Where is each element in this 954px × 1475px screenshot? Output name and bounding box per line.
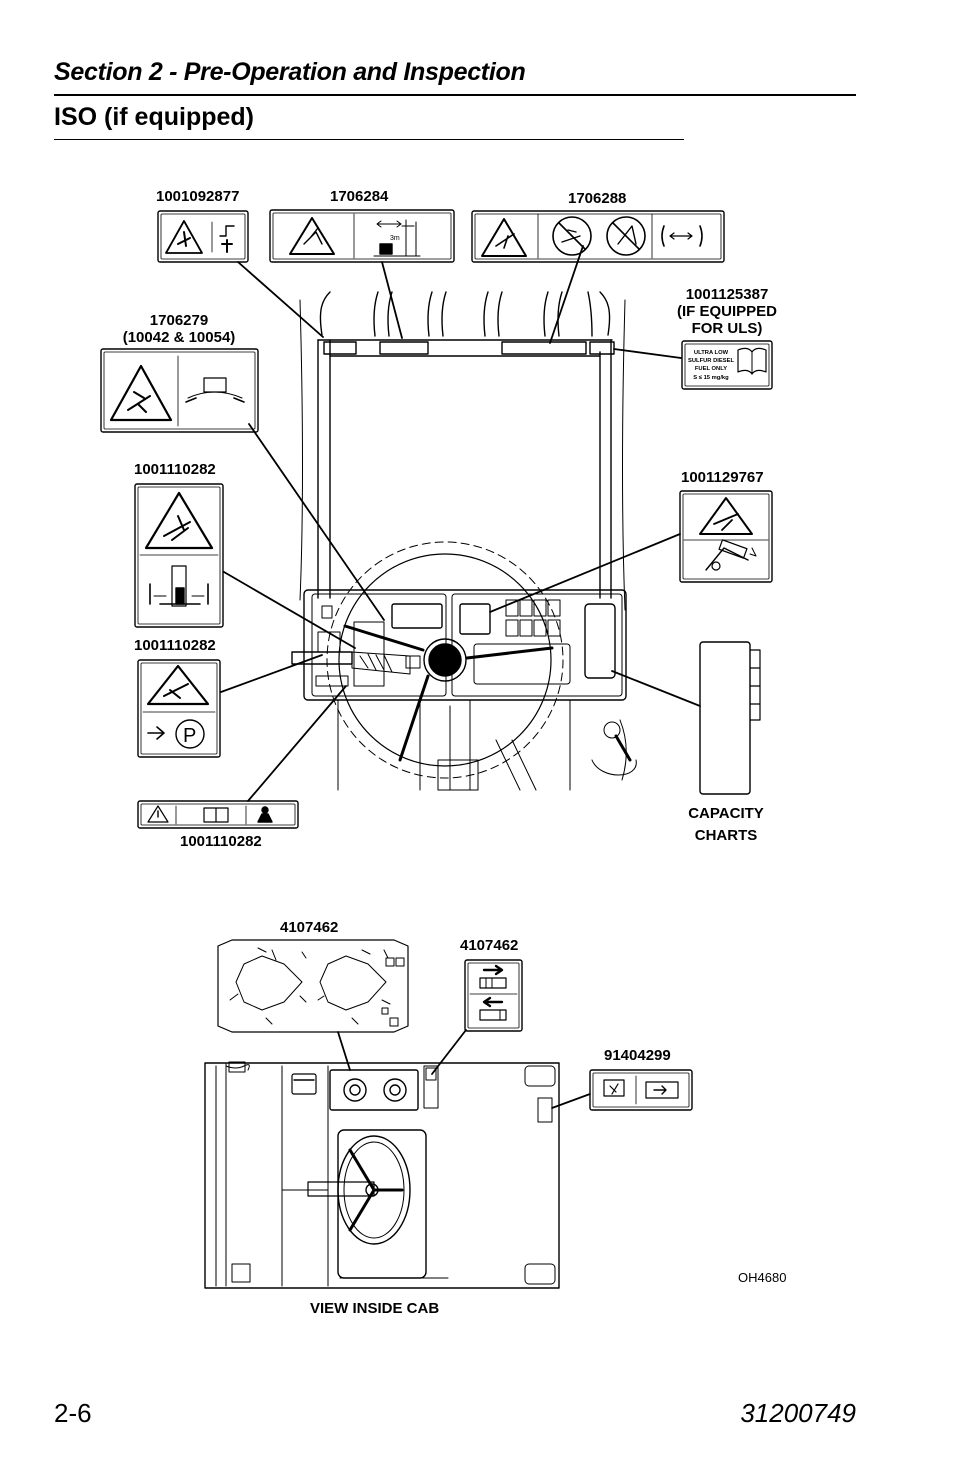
uls-line3: FUEL ONLY — [695, 366, 727, 372]
figure-id: OH4680 — [738, 1270, 787, 1285]
cab-view-caption: VIEW INSIDE CAB — [310, 1300, 440, 1317]
decal-1706279 — [100, 348, 259, 433]
label-1706284: 1706284 — [330, 188, 389, 205]
label-1706279-note: (10042 & 10054) — [122, 329, 236, 346]
pad-1706288 — [501, 341, 587, 355]
uls-line4: S ≤ 15 mg/kg — [693, 375, 729, 381]
dashboard — [291, 589, 627, 701]
label-1001110282-a: 1001110282 — [134, 461, 216, 478]
page-number: 2-6 — [54, 1398, 92, 1428]
label-91404299: 91404299 — [604, 1047, 671, 1064]
label-1001110282-c: 1001110282 — [180, 833, 262, 850]
decal-4107462-a — [217, 939, 409, 1033]
pad-1001092877 — [323, 341, 357, 355]
uls-text: ULTRA LOW SULFUR DIESEL FUEL ONLY S ≤ 15… — [688, 350, 735, 381]
decal-1706284: 3m — [269, 209, 455, 263]
label-capacity-line2: CHARTS — [694, 827, 758, 844]
leader-lines-cab — [337, 1029, 591, 1109]
decal-1706288 — [471, 210, 725, 263]
decal-1001129767 — [679, 490, 773, 583]
label-4107462-b: 4107462 — [460, 937, 519, 954]
pad-1001125387 — [589, 341, 615, 355]
capacity-charts-holder — [699, 641, 761, 795]
section-title: Section 2 - Pre-Operation and Inspection — [54, 58, 526, 86]
label-1001110282-b: 1001110282 — [134, 637, 216, 654]
decal-1001110282-c — [137, 800, 299, 829]
label-capacity-line1: CAPACITY — [688, 805, 764, 822]
label-1001092877: 1001092877 — [156, 188, 240, 205]
leader-lines — [220, 245, 701, 802]
label-1706279: 1706279 (10042 & 10054) — [104, 312, 254, 346]
steering-wheel — [326, 541, 564, 779]
decal-4107462-b — [464, 959, 523, 1032]
label-1001125387-number: 1001125387 — [685, 286, 769, 303]
park-brake-letter: P — [183, 725, 196, 747]
decal-1001125387: ULTRA LOW SULFUR DIESEL FUEL ONLY S ≤ 15… — [681, 340, 773, 390]
decal-distance-text: 3m — [390, 235, 400, 242]
label-1706288: 1706288 — [568, 190, 627, 207]
decal-91404299 — [589, 1069, 693, 1111]
label-1001125387-note2: FOR ULS) — [691, 320, 763, 337]
label-1001125387: 1001125387 (IF EQUIPPED FOR ULS) — [652, 286, 802, 337]
label-1706279-number: 1706279 — [149, 312, 209, 329]
page-subtitle: ISO (if equipped) — [54, 103, 254, 131]
cab-frame — [299, 291, 626, 611]
label-1001125387-note1: (IF EQUIPPED — [676, 303, 777, 320]
label-4107462-a: 4107462 — [280, 919, 339, 936]
decal-1001092877 — [157, 210, 249, 263]
header-rule — [54, 94, 856, 96]
cab-floor — [337, 699, 637, 791]
subtitle-rule — [54, 139, 684, 140]
uls-line2: SULFUR DIESEL — [688, 358, 735, 364]
uls-line1: ULTRA LOW — [694, 350, 729, 356]
cab-top-view — [204, 1061, 560, 1289]
document-number: 31200749 — [740, 1398, 856, 1428]
label-capacity-charts: CAPACITY CHARTS — [666, 803, 786, 847]
decal-1001110282-b: P — [137, 659, 221, 758]
decal-1001110282-a — [134, 483, 224, 628]
label-1001129767: 1001129767 — [681, 469, 764, 486]
pad-1706284 — [379, 341, 429, 355]
